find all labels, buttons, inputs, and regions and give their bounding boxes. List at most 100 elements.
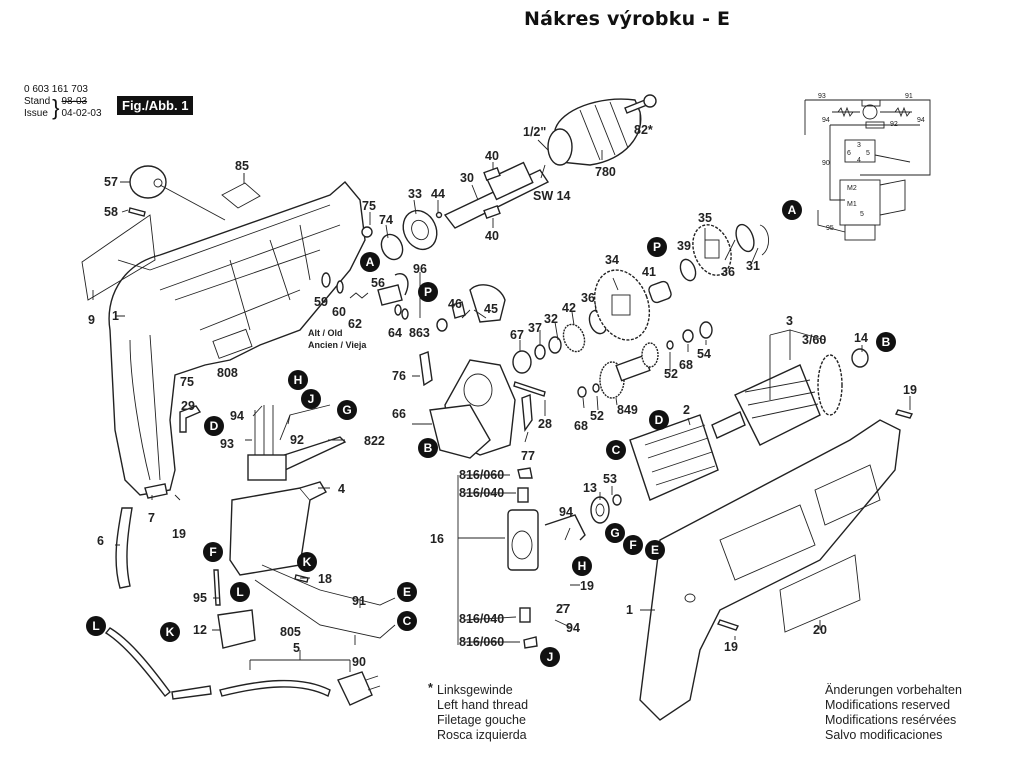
part-label: 75 (180, 375, 194, 389)
part-label: 39 (677, 239, 691, 253)
part-label: 19 (724, 640, 738, 654)
part-7-cable-clamp (144, 483, 168, 499)
part-75-washer (361, 226, 373, 238)
part-number: 0 603 161 703 (24, 84, 88, 95)
wire-label: 90 (822, 160, 830, 167)
part-95-wire (213, 569, 221, 606)
part-37-ring (534, 344, 546, 360)
part-18-screw (294, 574, 309, 583)
part-66-gear-housing (429, 359, 516, 459)
part-label: 76 (392, 369, 406, 383)
part-30-spindle (443, 161, 550, 229)
part-label: 68 (574, 419, 588, 433)
svg-text:A: A (366, 255, 375, 269)
part-label: 94 (566, 621, 580, 635)
part-816-040-brush-top (517, 487, 529, 503)
document-meta: 0 603 161 703 Stand Issue } 98-03 04-02-… (24, 84, 102, 120)
svg-text:F: F (209, 545, 216, 559)
svg-text:E: E (403, 585, 411, 599)
part-31-circlip (759, 224, 769, 256)
alt-old-note: Alt / Old Ancien / Vieja (308, 328, 367, 350)
connector-marker-j: J (540, 647, 560, 667)
svg-text:B: B (882, 335, 891, 349)
part-labels: 57 58 85 9 1 75 74 33 44 30 40 40 SW 14 … (88, 123, 917, 669)
svg-text:F: F (629, 538, 636, 552)
part-19-screw (717, 619, 739, 631)
svg-text:L: L (92, 619, 99, 633)
part-label: 37 (528, 321, 542, 335)
part-label: 816/040 (459, 612, 504, 626)
stand-label: Stand (24, 96, 51, 107)
lead-lines (92, 112, 911, 672)
svg-text:D: D (210, 419, 219, 433)
part-77-spring-plate (521, 394, 533, 432)
issue-date: 04-02-03 (61, 108, 102, 119)
svg-text:P: P (653, 240, 661, 254)
part-label: 60 (332, 305, 346, 319)
connector-markers: A A P P B B C C C D D E E E F F G G H H … (86, 200, 896, 667)
part-label: 863 (409, 326, 430, 340)
svg-text:E: E (651, 543, 659, 557)
housing-half-left (108, 181, 366, 496)
part-label: 3/60 (802, 333, 826, 347)
part-label: 90 (352, 655, 366, 669)
part-52-washer (666, 340, 674, 350)
part-label: 20 (813, 623, 827, 637)
part-label: 816/060 (459, 468, 504, 482)
part-58-screw (128, 207, 146, 217)
part-863-ring (401, 308, 409, 320)
connector-marker-l: L (230, 582, 250, 602)
part-label: 44 (431, 187, 445, 201)
part-label: 93 (220, 437, 234, 451)
svg-text:K: K (166, 625, 175, 639)
connector-marker-a: A (360, 252, 380, 272)
part-label: 67 (510, 328, 524, 342)
part-label: 94 (230, 409, 244, 423)
left-hand-thread-note: * Linksgewinde Left hand thread Filetage… (428, 681, 529, 742)
part-28-screw (513, 381, 546, 397)
connector-marker-b: B (418, 438, 438, 458)
connector-marker-e: E (397, 582, 417, 602)
part-label: 31 (746, 259, 760, 273)
page-title: Nákres výrobku - E (524, 8, 731, 30)
part-label: 16 (430, 532, 444, 546)
part-label: 780 (595, 165, 616, 179)
part-82-screw (624, 94, 657, 114)
wire-label: 94 (917, 117, 925, 124)
connector-marker-k: K (160, 622, 180, 642)
svg-text:G: G (610, 526, 619, 540)
part-label: 18 (318, 572, 332, 586)
connector-marker-e: E (645, 540, 665, 560)
part-label: 82* (634, 123, 653, 137)
connector-marker-g: G (605, 523, 625, 543)
part-label: 1 (626, 603, 633, 617)
part-label: 40 (485, 229, 499, 243)
part-label: 92 (290, 433, 304, 447)
part-91-lead (261, 564, 396, 606)
part-label: 52 (664, 367, 678, 381)
part-label: 1 (112, 309, 119, 323)
part-label: 53 (603, 472, 617, 486)
connector-marker-a: A (782, 200, 802, 220)
connector-marker-k: K (297, 552, 317, 572)
part-label: SW 14 (533, 189, 571, 203)
wire-label: 6 (847, 150, 851, 157)
part-label: 68 (679, 358, 693, 372)
part-label: 85 (235, 159, 249, 173)
part-label: 66 (392, 407, 406, 421)
part-label: 30 (460, 171, 474, 185)
part-label: 36 (581, 291, 595, 305)
part-label: 75 (362, 199, 376, 213)
part-2-stator (629, 414, 719, 501)
part-label: 95 (193, 591, 207, 605)
part-label: 4 (338, 482, 345, 496)
part-12-strain-relief (217, 609, 256, 649)
wire-label: 91 (905, 93, 913, 100)
part-816-060-cap-top (517, 467, 533, 479)
connector-marker-f: F (623, 535, 643, 555)
part-label: 27 (556, 602, 570, 616)
part-96-washer (436, 318, 448, 332)
part-label: 849 (617, 403, 638, 417)
asterisk-marker: * (428, 681, 433, 695)
